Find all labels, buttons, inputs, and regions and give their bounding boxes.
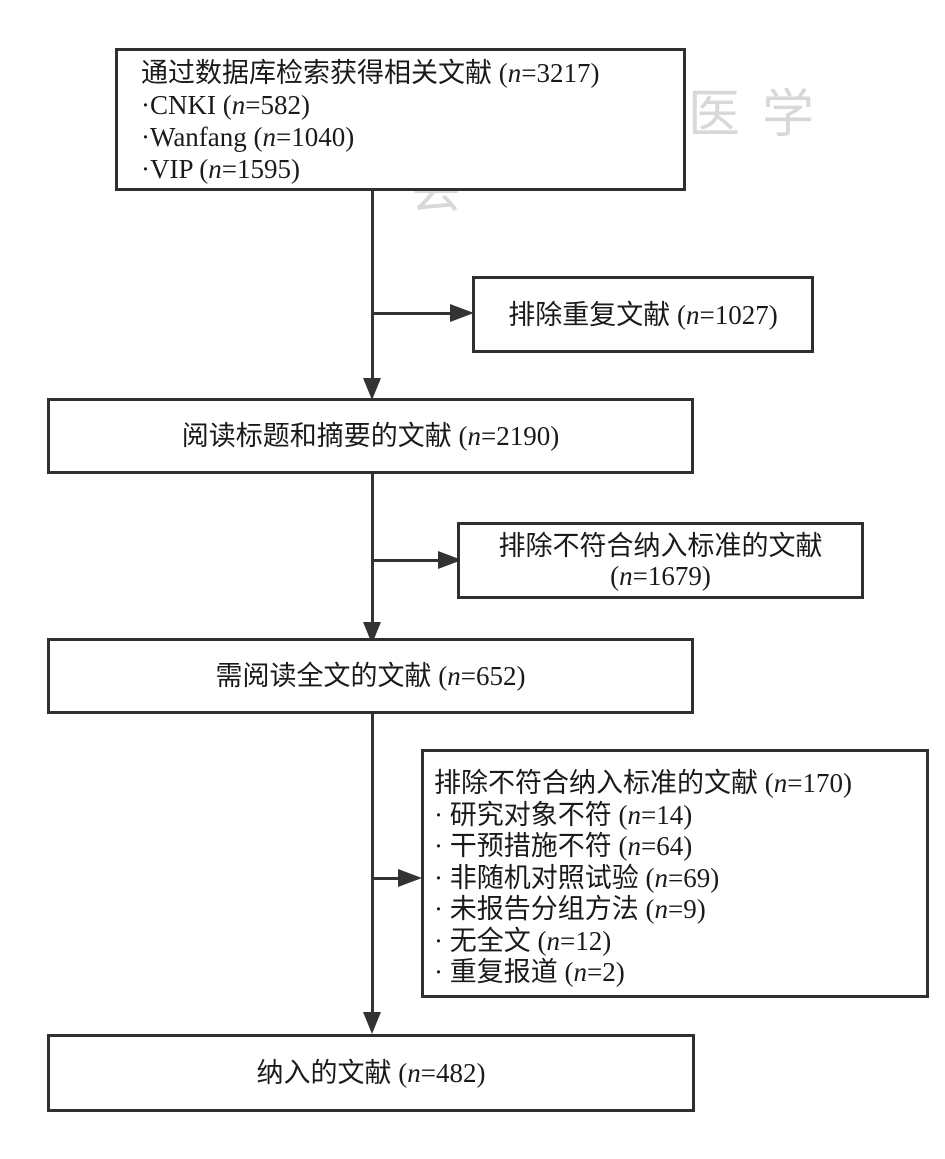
box-title: 纳入的文献 bbox=[256, 1058, 392, 1088]
count: 2190 bbox=[496, 421, 551, 451]
count: 652 bbox=[475, 661, 517, 691]
box-title: 排除不符合纳入标准的文献 bbox=[434, 768, 758, 798]
connector-branch-3 bbox=[371, 877, 399, 880]
connector-branch-1 bbox=[371, 312, 451, 315]
box-title: 通过数据库检索获得相关文献 bbox=[141, 58, 492, 88]
list-item: · 干预措施不符 (n=64) bbox=[434, 831, 693, 861]
arrow-right-icon bbox=[450, 304, 474, 322]
count: 1027 bbox=[714, 299, 769, 330]
list-item: ·Wanfang (n=1040) bbox=[141, 122, 355, 152]
full-text-excluded-box: 排除不符合纳入标准的文献 (n=170) · 研究对象不符 (n=14) · 干… bbox=[421, 749, 929, 998]
included-studies-box: 纳入的文献 (n=482) bbox=[47, 1034, 695, 1112]
box-title: 排除重复文献 bbox=[508, 299, 671, 330]
list-item: ·VIP (n=1595) bbox=[141, 154, 300, 184]
connector-branch-2 bbox=[371, 559, 439, 562]
box-title: 阅读标题和摘要的文献 bbox=[181, 421, 452, 451]
arrow-down-icon bbox=[363, 1012, 381, 1034]
list-item: ·CNKI (n=582) bbox=[141, 90, 310, 120]
search-title-line: 通过数据库检索获得相关文献 (n=3217) bbox=[141, 58, 600, 88]
list-item: · 研究对象不符 (n=14) bbox=[434, 799, 693, 830]
count: 1679 bbox=[647, 560, 702, 591]
connector-main-1 bbox=[371, 190, 374, 380]
count: 170 bbox=[802, 768, 843, 798]
count: 482 bbox=[435, 1058, 477, 1088]
box-title: 排除不符合纳入标准的文献 bbox=[498, 530, 823, 561]
arrow-down-icon bbox=[363, 378, 381, 400]
arrow-right-icon bbox=[398, 869, 422, 887]
list-item: · 非随机对照试验 (n=69) bbox=[434, 862, 720, 893]
connector-main-3 bbox=[371, 712, 374, 1012]
screening-excluded-box: 排除不符合纳入标准的文献 (n=1679) bbox=[457, 522, 864, 599]
connector-main-2 bbox=[371, 472, 374, 622]
box-title: 需阅读全文的文献 bbox=[215, 661, 432, 691]
excluded-title-line: 排除不符合纳入标准的文献 (n=170) bbox=[434, 768, 852, 798]
count: 3217 bbox=[536, 58, 591, 88]
search-results-box: 通过数据库检索获得相关文献 (n=3217) ·CNKI (n=582) ·Wa… bbox=[115, 48, 686, 191]
full-text-review-box: 需阅读全文的文献 (n=652) bbox=[47, 638, 694, 714]
list-item: · 未报告分组方法 (n=9) bbox=[434, 894, 706, 924]
arrow-right-icon bbox=[438, 551, 462, 569]
duplicates-removed-box: 排除重复文献 (n=1027) bbox=[472, 276, 814, 353]
list-item: · 无全文 (n=12) bbox=[434, 925, 612, 956]
list-item: · 重复报道 (n=2) bbox=[434, 957, 625, 987]
title-abstract-screening-box: 阅读标题和摘要的文献 (n=2190) bbox=[47, 398, 694, 474]
